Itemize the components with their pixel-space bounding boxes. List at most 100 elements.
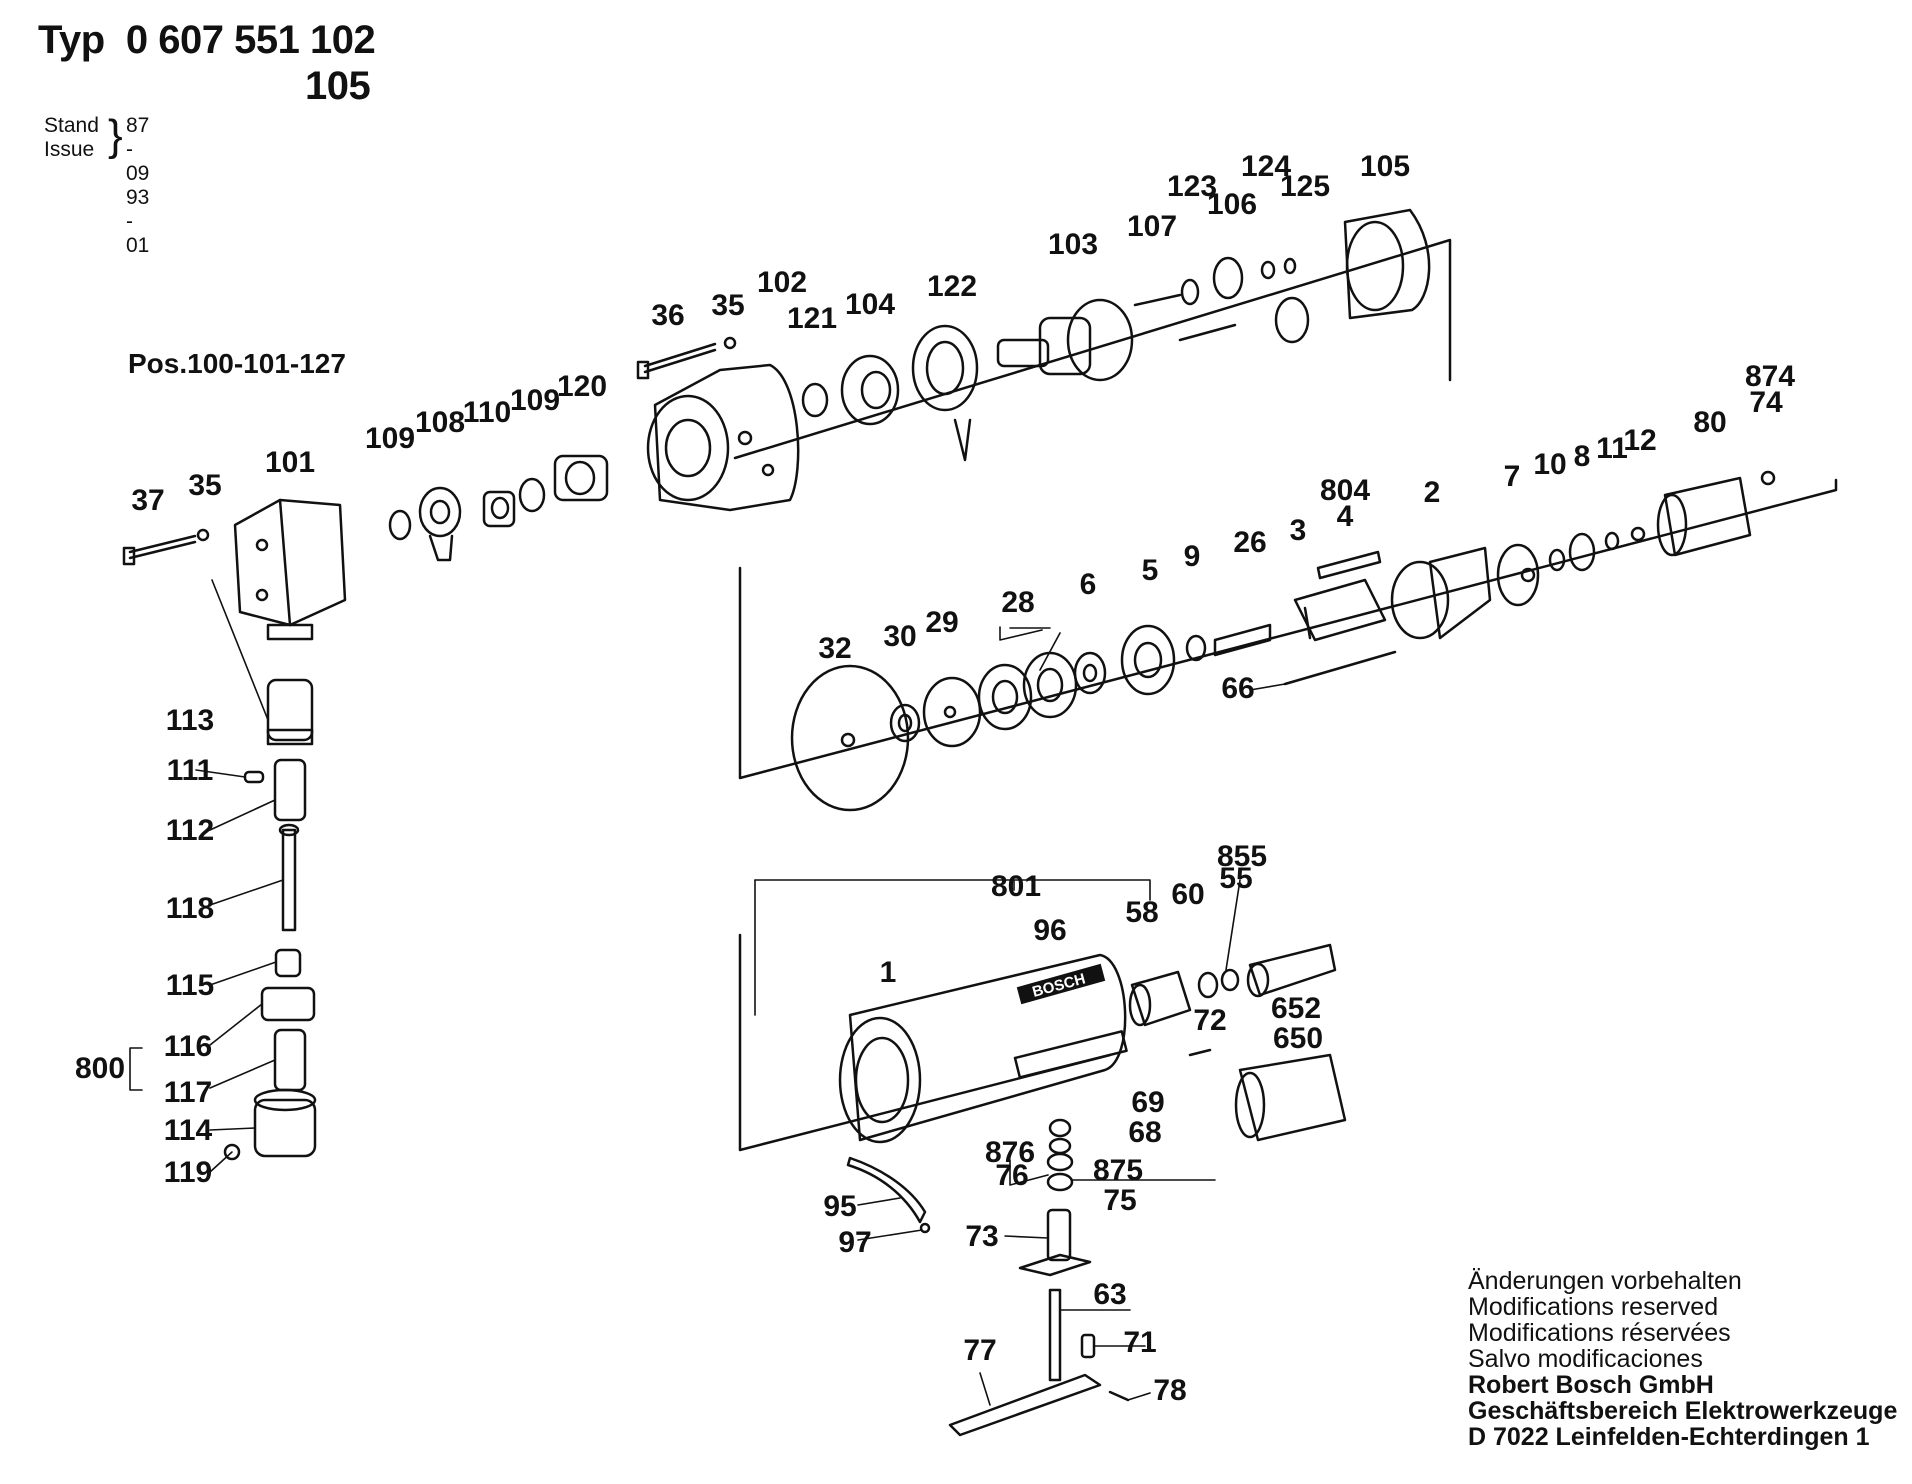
part-label: 5: [1142, 554, 1159, 587]
part-label: 108: [415, 406, 465, 439]
pin-107: [1133, 293, 1182, 307]
shim-28a: [977, 663, 1033, 731]
type-title: Typ 0 607 551 102: [38, 18, 376, 62]
part-label: 97: [838, 1226, 871, 1259]
part-label: 109: [365, 422, 415, 455]
part-label: 120: [557, 370, 607, 403]
clip-95: [846, 1156, 927, 1224]
brace-icon: }: [108, 111, 123, 160]
company-division: Geschäftsbereich Elektrowerkzeuge: [1468, 1397, 1898, 1425]
bearing-6: [1073, 651, 1107, 695]
washer-109a: [388, 509, 412, 541]
ring-76: [1046, 1152, 1074, 1172]
issue-value: 93 - 01: [126, 186, 150, 257]
company-address: D 7022 Leinfelden-Echterdingen 1: [1468, 1423, 1870, 1451]
part-label: 60: [1171, 878, 1204, 911]
part-label: 80: [1693, 406, 1726, 439]
seal-55: [1220, 968, 1240, 992]
issue-label: Issue: [44, 138, 95, 161]
screw-36: [636, 342, 717, 380]
gear-106b: [1274, 296, 1310, 344]
part-label: 75: [1103, 1184, 1136, 1217]
gear-8: [1568, 532, 1596, 572]
washer-29: [922, 676, 982, 748]
washer-11: [1604, 531, 1620, 551]
needle-123: [1180, 278, 1200, 306]
frame-gear-group: [733, 238, 1452, 460]
note-line: Modifications reserved: [1468, 1293, 1719, 1321]
part-label: 35: [188, 469, 221, 502]
inlet-652: [1246, 943, 1337, 998]
notes-block: Änderungen vorbehalten Modifications res…: [1468, 1268, 1897, 1450]
pin-72: [1188, 1048, 1212, 1057]
screw-97: [919, 1222, 931, 1234]
stand-value: 87 - 09: [126, 114, 150, 185]
part-label: 66: [1221, 672, 1254, 705]
part-label: 74: [1749, 386, 1783, 419]
part-label: 123: [1167, 170, 1217, 203]
part-label: 102: [757, 266, 807, 299]
part-label: 855: [1217, 840, 1267, 873]
part-label: 116: [164, 1030, 212, 1063]
part-label: 76: [995, 1159, 1028, 1192]
nut-116: [260, 986, 316, 1022]
part-label: 103: [1048, 228, 1098, 261]
bearing-30: [889, 703, 921, 743]
pin-66: [1283, 650, 1397, 686]
part-label: 122: [927, 270, 977, 303]
part-label: 115: [166, 969, 214, 1002]
part-label: 26: [1233, 526, 1266, 559]
spring-71: [1080, 1333, 1096, 1359]
part-label: 7: [1504, 460, 1521, 493]
part-label: 2: [1424, 476, 1441, 509]
screw-12: [1630, 526, 1646, 542]
part-label: 1: [880, 956, 897, 989]
part-label: 71: [1123, 1326, 1156, 1359]
bearing-plate-5: [1120, 624, 1176, 696]
part-label: 9: [1184, 540, 1201, 573]
spindle-26: [1213, 623, 1272, 657]
part-label: 96: [1033, 914, 1066, 947]
part-label: 109: [510, 384, 560, 417]
part-label: 12: [1623, 424, 1656, 457]
part-label: 125: [1280, 170, 1330, 203]
vane-4: [1316, 550, 1382, 580]
part-label: 3: [1290, 514, 1307, 547]
part-label: 121: [787, 302, 837, 335]
ring-gear-105: [1343, 208, 1431, 320]
head-housing-101: [233, 498, 347, 641]
part-label: 118: [166, 892, 214, 925]
part-label: 101: [265, 446, 315, 479]
cylinder-2: [1390, 546, 1492, 640]
part-label: 112: [166, 814, 214, 847]
part-label: 111: [167, 754, 214, 787]
lever-77: [948, 1373, 1102, 1437]
part-label: 8: [1574, 440, 1591, 473]
end-plate-32: [790, 664, 910, 812]
part-label: 58: [1125, 896, 1158, 929]
note-line: Änderungen vorbehalten: [1468, 1267, 1742, 1295]
bearing-108: [418, 486, 462, 562]
note-line: Modifications réservées: [1468, 1319, 1731, 1347]
part-label: 104: [845, 288, 895, 321]
washer-74: [1760, 470, 1776, 486]
part-label: 37: [131, 484, 164, 517]
punch-holder-112: [273, 758, 307, 822]
part-label: 875: [1093, 1154, 1143, 1187]
part-label: 36: [651, 299, 684, 332]
part-label: 35: [711, 289, 744, 322]
part-label: 72: [1193, 1004, 1226, 1037]
leader-lines: [129, 579, 1286, 1406]
part-label: 105: [1360, 150, 1410, 183]
ring-68: [1048, 1137, 1072, 1155]
part-label: 32: [818, 632, 851, 665]
stand-label: Stand: [44, 114, 99, 137]
part-label: 68: [1128, 1116, 1161, 1149]
part-label: 30: [883, 620, 916, 653]
screw-37: [122, 528, 210, 566]
sleeve-80: [1656, 476, 1752, 557]
part-label: 69: [1131, 1086, 1164, 1119]
part-label: 119: [164, 1156, 212, 1189]
rubber-sleeve-58: [1128, 970, 1192, 1027]
